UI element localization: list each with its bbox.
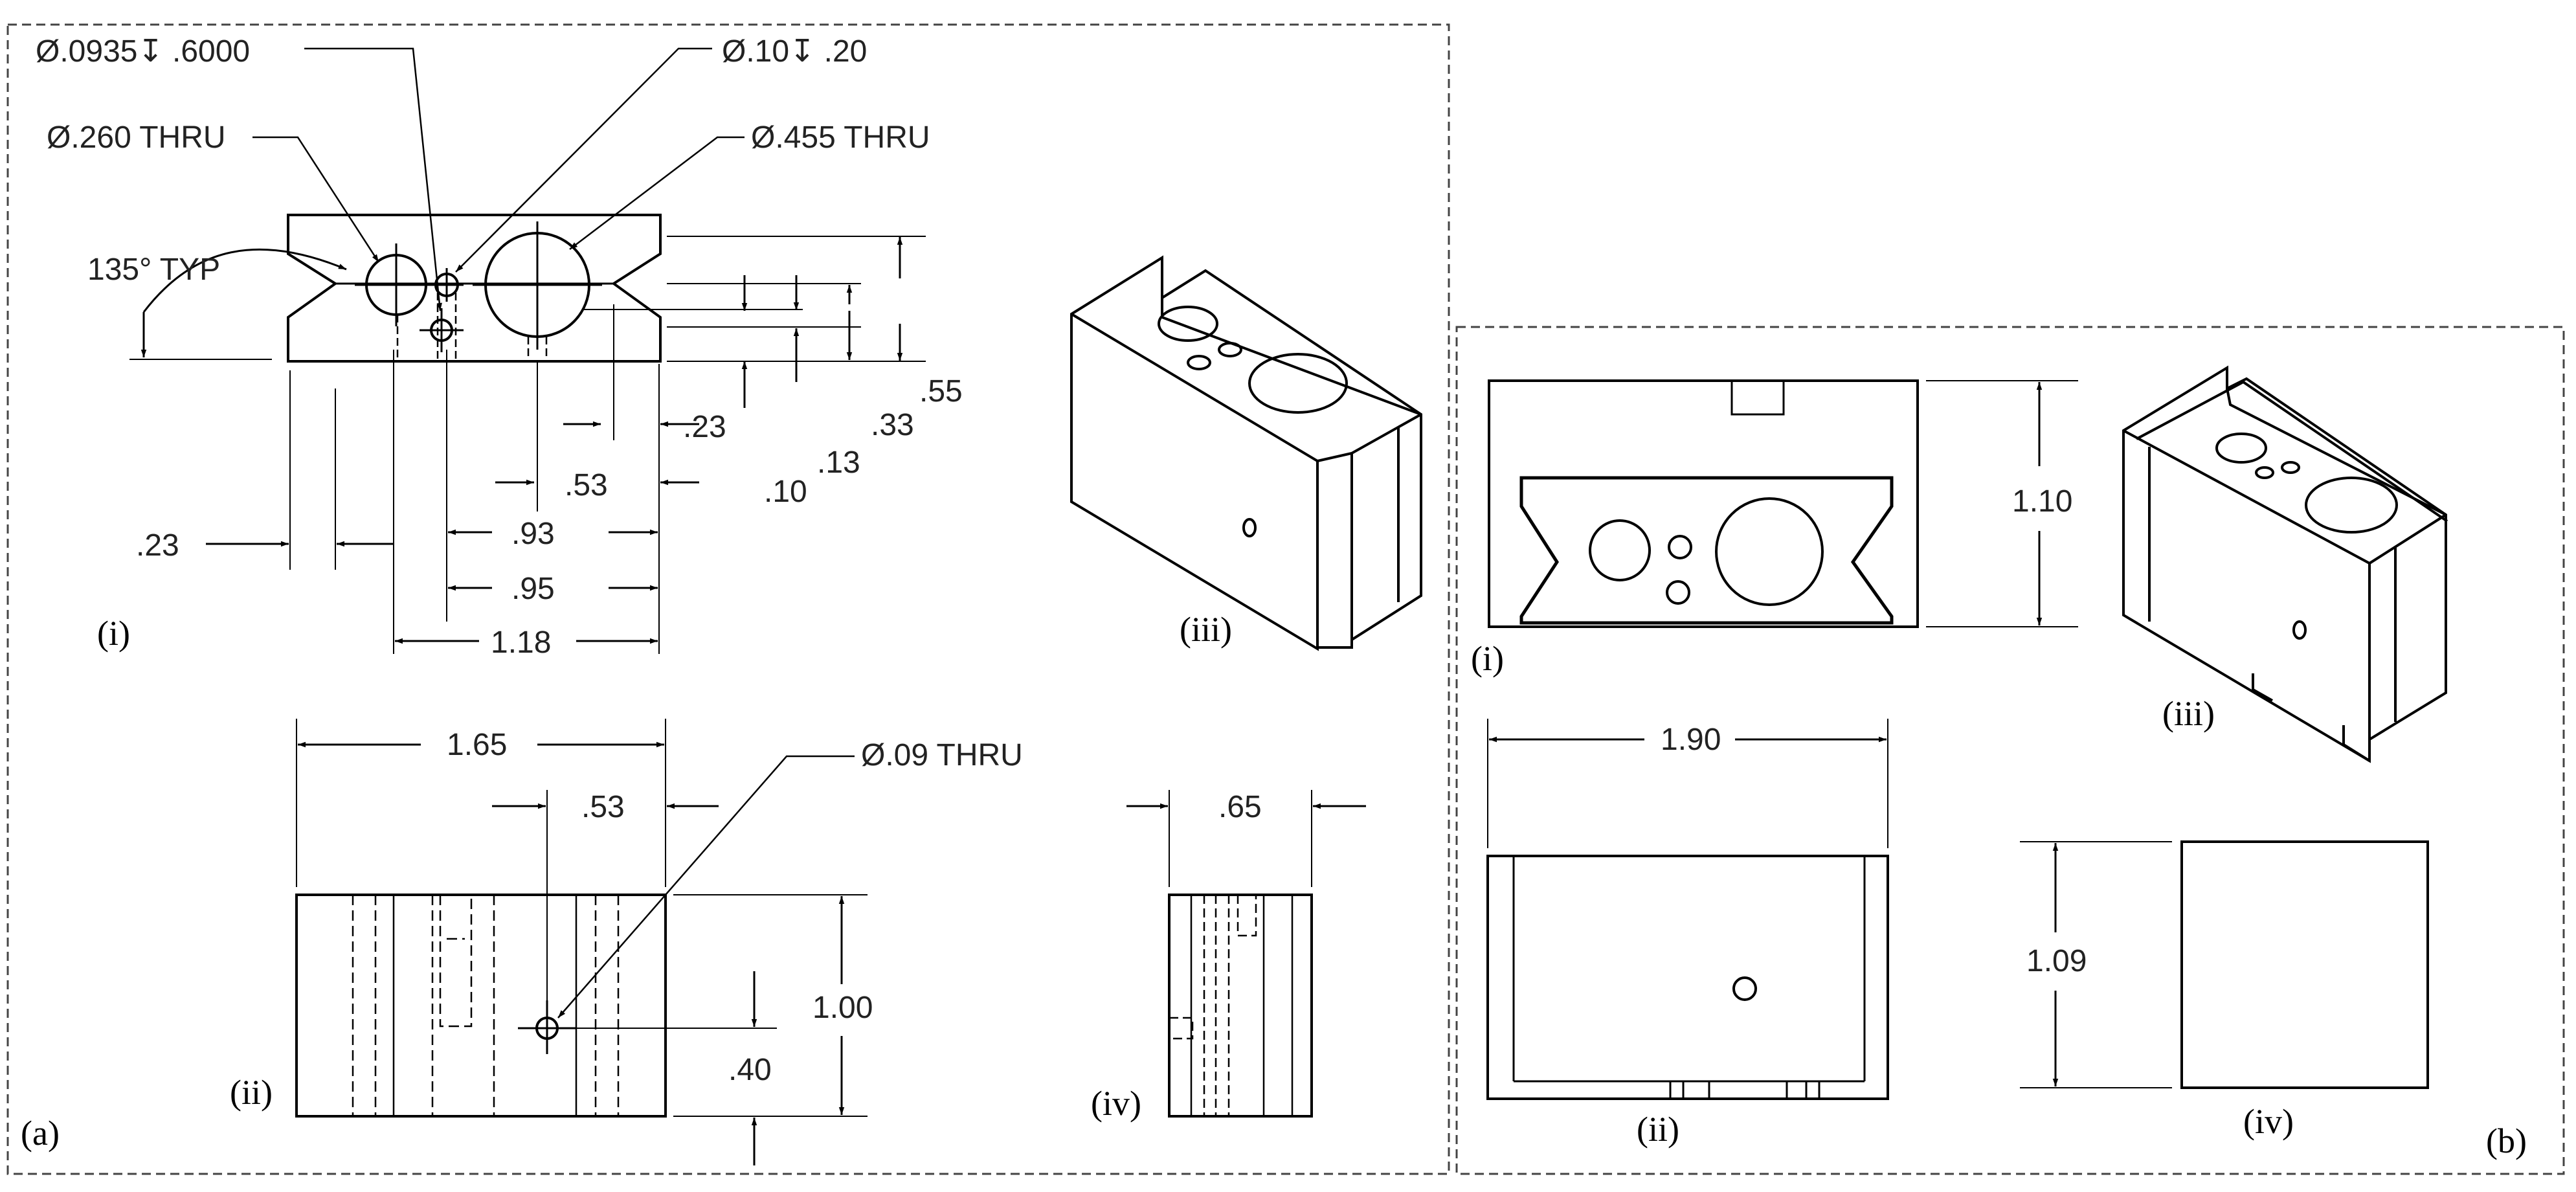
a-ii-outline: [295, 894, 667, 1118]
b-view-iv-label: (iv): [2243, 1102, 2294, 1141]
b-ii-outline: [1486, 855, 1889, 1100]
a-dim-65: .65: [1218, 790, 1262, 824]
a-dim-23-left: .23: [136, 528, 179, 563]
b-view-ii-label: (ii): [1637, 1110, 1679, 1149]
panel-b-view-iv: 1.09 (iv): [2020, 840, 2429, 1141]
a-callout-hole-260: Ø.260 THRU: [47, 120, 226, 155]
b-dim-190: 1.90: [1661, 723, 1721, 757]
a-dim-33: .33: [871, 408, 914, 442]
panel-a-view-iii: [1070, 255, 1422, 651]
a-iii-outline: [1070, 255, 1422, 651]
a-dim-165: 1.65: [447, 728, 507, 762]
panel-a-border: [6, 23, 1450, 1175]
b-dim-109: 1.09: [2026, 944, 2087, 978]
a-dim-10: .10: [764, 475, 807, 509]
panel-a-view-i: Ø.0935↧ .6000 Ø.10↧ .20 Ø.260 THRU Ø.455…: [36, 34, 963, 660]
a-view-iv-label: (iv): [1091, 1084, 1141, 1123]
b-iv-outline: [2180, 840, 2429, 1089]
a-dim-55: .55: [919, 374, 963, 409]
a-dim-40: .40: [728, 1053, 772, 1087]
a-callout-hole-0935: Ø.0935↧ .6000: [36, 34, 250, 69]
a-callout-hole-10: Ø.10↧ .20: [722, 34, 867, 69]
a-view-iii-label: (iii): [1180, 610, 1232, 649]
a-dim-53-bottom: .53: [581, 790, 625, 824]
a-callout-angle: 135° TYP: [87, 253, 220, 287]
b-view-iii-label: (iii): [2162, 694, 2215, 733]
a-dim-23-right: .23: [683, 410, 726, 444]
a-view-i-label: (i): [97, 614, 130, 653]
panel-b-view-ii: 1.90 (ii): [1486, 719, 1889, 1149]
a-dim-95: .95: [511, 572, 555, 606]
b-iii-outline: [2122, 365, 2447, 763]
a-dim-53-top: .53: [565, 468, 608, 502]
panel-a-view-ii: Ø.09 THRU 1.65 .53 1.00 .40 (ii): [230, 719, 1023, 1165]
b-view-i-label: (i): [1471, 639, 1504, 678]
b-i-slot: [1519, 476, 1894, 625]
a-iv-outline: [1168, 894, 1313, 1118]
panel-b-view-iii: [2122, 365, 2448, 763]
panel-b-border: [1455, 326, 2565, 1175]
panel-b-view-i: 1.10 (i): [1471, 379, 2078, 678]
a-view-ii-label: (ii): [230, 1073, 273, 1112]
a-dim-100: 1.00: [812, 991, 873, 1025]
a-dim-93: .93: [511, 517, 555, 551]
b-dim-110: 1.10: [2012, 484, 2072, 519]
a-callout-hole-09: Ø.09 THRU: [861, 738, 1023, 772]
a-dim-13: .13: [817, 445, 860, 480]
panel-b-tag: (b): [2486, 1121, 2527, 1160]
panel-a-tag: (a): [21, 1114, 60, 1153]
a-dim-118: 1.18: [491, 625, 551, 660]
a-callout-hole-455: Ø.455 THRU: [751, 120, 930, 155]
panel-a-view-iv: .65 (iv): [1091, 790, 1366, 1123]
a-i-outline: [287, 214, 662, 363]
b-i-outline: [1488, 379, 1919, 628]
